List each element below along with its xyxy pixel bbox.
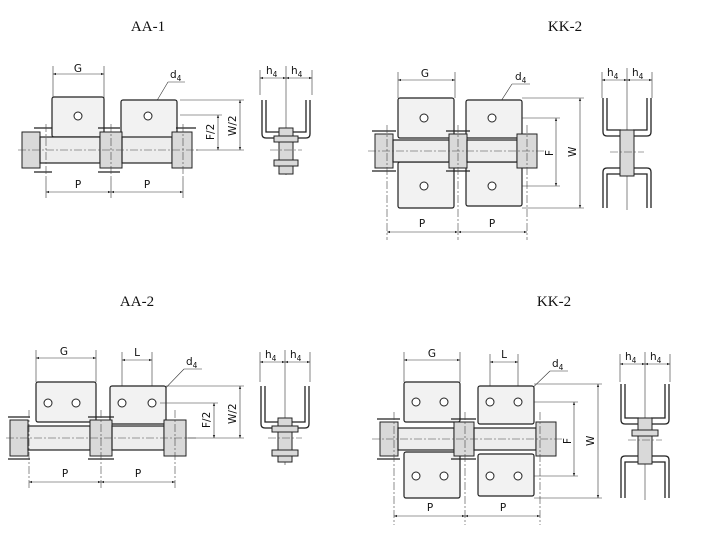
diagram-aa1: AA-1 G d4 P P: [18, 19, 313, 198]
attachment-plate: [35, 381, 97, 423]
bolt-hole: [439, 397, 449, 407]
f-half-label: F/2: [205, 124, 217, 140]
p-label: P: [75, 179, 81, 191]
p-label: P: [489, 218, 495, 230]
p-label: P: [62, 468, 68, 480]
l-label: L: [134, 347, 140, 359]
bolt-hole: [513, 397, 523, 407]
w-half-label: W/2: [227, 403, 239, 424]
f-half-label: F/2: [201, 412, 213, 428]
diagram-title: AA-1: [131, 19, 165, 35]
p-label: P: [144, 179, 150, 191]
bolt-hole: [143, 111, 153, 121]
diagram-title: AA-2: [120, 294, 154, 310]
d4-label: d4: [552, 358, 564, 372]
diagram-title: KK-2: [537, 294, 571, 310]
d4-label: d4: [170, 69, 182, 83]
h4-label: h4: [607, 67, 619, 81]
bolt-hole: [411, 471, 421, 481]
bolt-hole: [487, 113, 497, 123]
attachment-plate: [477, 453, 535, 497]
bolt-hole: [485, 471, 495, 481]
p-label: P: [427, 502, 433, 514]
g-label: G: [60, 346, 68, 358]
side-view: h4 h4: [619, 351, 671, 500]
attachment-plate: [403, 451, 461, 499]
attachment-plate: [403, 381, 461, 423]
bolt-hole: [419, 113, 429, 123]
side-view: h4 h4: [601, 67, 653, 210]
d4-label: d4: [515, 71, 527, 85]
attachment-plate: [109, 385, 167, 425]
bolt-hole: [147, 398, 157, 408]
h4-label: h4: [625, 351, 637, 365]
bolt-hole: [487, 181, 497, 191]
h4-label: h4: [650, 351, 662, 365]
w-label: W: [585, 435, 597, 446]
d4-label: d4: [186, 356, 198, 370]
bolt-hole: [117, 398, 127, 408]
p-label: P: [419, 218, 425, 230]
f-label: F: [562, 438, 574, 444]
h4-label: h4: [632, 67, 644, 81]
side-view: h4 h4: [259, 65, 313, 175]
h4-label: h4: [265, 349, 277, 363]
diagram-aa2: AA-2 G L d4: [6, 294, 311, 490]
bolt-hole: [439, 471, 449, 481]
bolt-hole: [43, 398, 53, 408]
g-label: G: [74, 63, 82, 75]
bolt-hole: [71, 398, 81, 408]
bolt-hole: [419, 181, 429, 191]
p-label: P: [135, 468, 141, 480]
bolt-hole: [513, 471, 523, 481]
diagram-kk2-bottom: KK-2 G L d4: [372, 294, 671, 525]
h4-label: h4: [290, 349, 302, 363]
w-label: W: [567, 146, 579, 157]
l-label: L: [501, 349, 507, 361]
g-label: G: [428, 348, 436, 360]
diagram-title: KK-2: [548, 19, 582, 35]
w-half-label: W/2: [227, 115, 239, 136]
f-label: F: [544, 150, 556, 156]
side-view: h4 h4: [259, 349, 311, 465]
h4-label: h4: [291, 65, 303, 79]
attachment-plate: [477, 385, 535, 425]
diagram-kk2-top: KK-2 G d4 P: [368, 19, 653, 240]
h4-label: h4: [266, 65, 278, 79]
bolt-hole: [73, 111, 83, 121]
p-label: P: [500, 502, 506, 514]
g-label: G: [421, 68, 429, 80]
bolt-hole: [411, 397, 421, 407]
bolt-hole: [485, 397, 495, 407]
